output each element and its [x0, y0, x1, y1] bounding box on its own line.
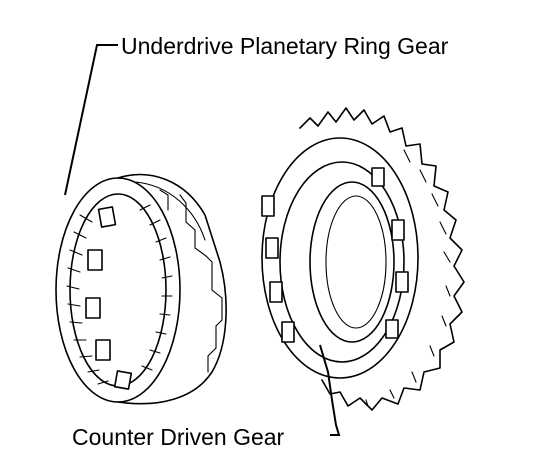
ring-gear-drawing	[55, 173, 227, 405]
counter-gear-lugs	[261, 167, 409, 343]
ring-gear-lugs	[85, 206, 133, 390]
ring-gear-internal-teeth	[66, 204, 173, 385]
counter-gear-label: Counter Driven Gear	[72, 424, 285, 450]
ring-gear-inner-rim	[69, 193, 167, 387]
ring-gear-outer-body	[117, 173, 227, 405]
ring-gear-leader-line	[64, 44, 118, 196]
counter-gear-leader-line	[319, 344, 341, 436]
counter-gear-face	[261, 137, 419, 379]
counter-gear-bore	[309, 181, 395, 343]
counter-gear-drawing	[261, 107, 465, 411]
counter-gear-teeth	[299, 107, 465, 411]
ring-gear-front-rim	[55, 177, 181, 403]
counter-gear-hub-outer	[279, 161, 405, 363]
ring-gear-label: Underdrive Planetary Ring Gear	[121, 33, 449, 59]
